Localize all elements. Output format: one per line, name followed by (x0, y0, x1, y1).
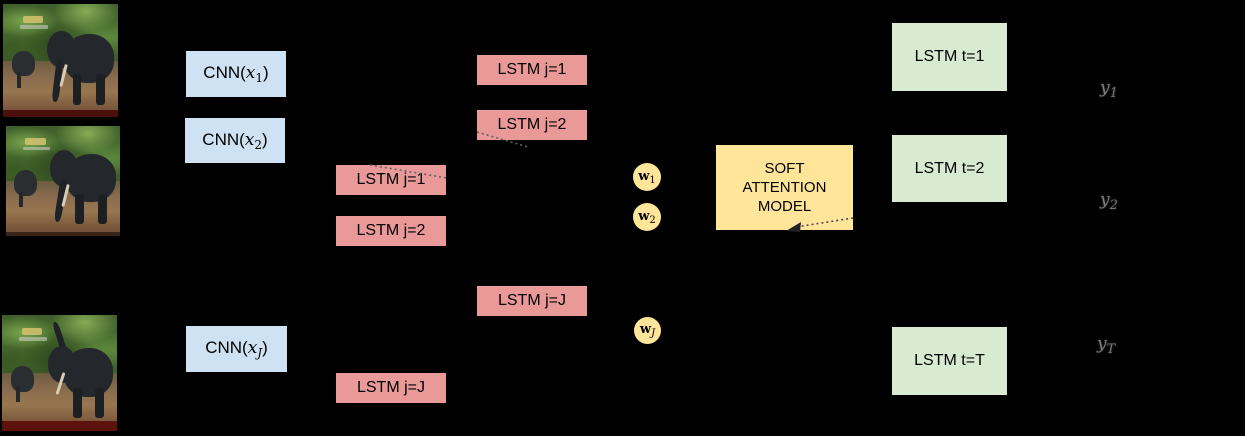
elephant-silhouette (47, 144, 118, 228)
output-word-y2: y2 (1100, 190, 1118, 213)
cnn-label: CNN(xJ) (205, 338, 268, 360)
elephant-front-leg (75, 193, 84, 224)
cnn-box-xJ: CNN(xJ) (186, 326, 287, 372)
frame-bottom-bar (6, 232, 120, 236)
output-word-y1: y1 (1100, 78, 1118, 101)
encoder-lstm-col1-j2: LSTM j=2 (336, 216, 446, 246)
weight-label: w1 (638, 168, 656, 186)
encoder-lstm-col2-j2: LSTM j=2 (477, 110, 587, 140)
cnn-box-x2: CNN(x2) (185, 118, 285, 163)
output-word-yT: yT (1097, 334, 1116, 357)
watermark-logo (22, 16, 44, 24)
small-elephant-silhouette (13, 170, 37, 197)
encoder-lstm-col1-jJ: LSTM j=J (336, 373, 446, 403)
elephant-back-leg (97, 193, 108, 224)
cnn-label: CNN(x1) (203, 63, 269, 85)
encoder-lstm-col2-jJ: LSTM j=J (477, 286, 587, 316)
watermark-logo (25, 138, 46, 145)
video-frame-3 (2, 315, 117, 431)
small-elephant-silhouette (11, 366, 35, 392)
elephant-body (65, 153, 117, 203)
cnn-box-x1: CNN(x1) (186, 51, 286, 97)
elephant-silhouette (43, 321, 114, 422)
weight-label: w2 (638, 208, 656, 226)
elephant-front-leg (73, 388, 82, 419)
weight-circle-w1: w1 (633, 163, 661, 191)
encoder-lstm-col1-j1: LSTM j=1 (336, 165, 446, 195)
weight-label: wJ (639, 322, 656, 339)
decoder-lstm-label: LSTM t=1 (914, 48, 985, 65)
decoder-lstm-t2: LSTM t=2 (892, 135, 1007, 202)
watermark-text (19, 337, 47, 341)
watermark-logo (21, 327, 43, 335)
soft-attention-model-box: SOFT ATTENTION MODEL (716, 145, 853, 230)
encoder-lstm-label: LSTM j=J (497, 292, 566, 309)
encoder-lstm-label: LSTM j=J (356, 379, 425, 396)
encoder-lstm-label: LSTM j=2 (356, 222, 426, 239)
small-elephant-legs (18, 192, 24, 208)
encoder-lstm-label: LSTM j=1 (356, 171, 426, 188)
attention-label-line3: MODEL (757, 198, 812, 215)
watermark-text (20, 25, 48, 29)
decoder-lstm-label: LSTM t=T (914, 352, 985, 369)
video-frame-1 (3, 4, 118, 117)
attention-label-line1: SOFT (764, 160, 805, 177)
decoder-lstm-t1: LSTM t=1 (892, 23, 1007, 91)
watermark-text (23, 146, 51, 151)
small-elephant-legs (15, 386, 21, 402)
elephant-silhouette (44, 24, 115, 108)
elephant-back-leg (94, 388, 104, 419)
elephant-back-leg (95, 74, 105, 105)
elephant-body (62, 34, 115, 83)
encoder-lstm-label: LSTM j=1 (497, 61, 567, 78)
small-elephant-legs (16, 71, 22, 88)
small-elephant-silhouette (12, 51, 36, 77)
elephant-front-leg (72, 74, 82, 105)
decoder-lstm-tT: LSTM t=T (892, 327, 1007, 395)
decoder-lstm-label: LSTM t=2 (914, 159, 985, 177)
weight-circle-wJ: wJ (634, 317, 661, 344)
cnn-label: CNN(x2) (202, 129, 268, 152)
weight-circle-w2: w2 (633, 203, 661, 231)
frame-bottom-bar (2, 421, 117, 431)
frame-bottom-bar (3, 110, 118, 117)
encoder-lstm-label: LSTM j=2 (497, 116, 567, 133)
video-frame-2 (6, 126, 120, 236)
attention-label-line2: ATTENTION (742, 179, 827, 196)
elephant-body (63, 347, 114, 397)
encoder-lstm-col2-j1: LSTM j=1 (477, 55, 587, 85)
